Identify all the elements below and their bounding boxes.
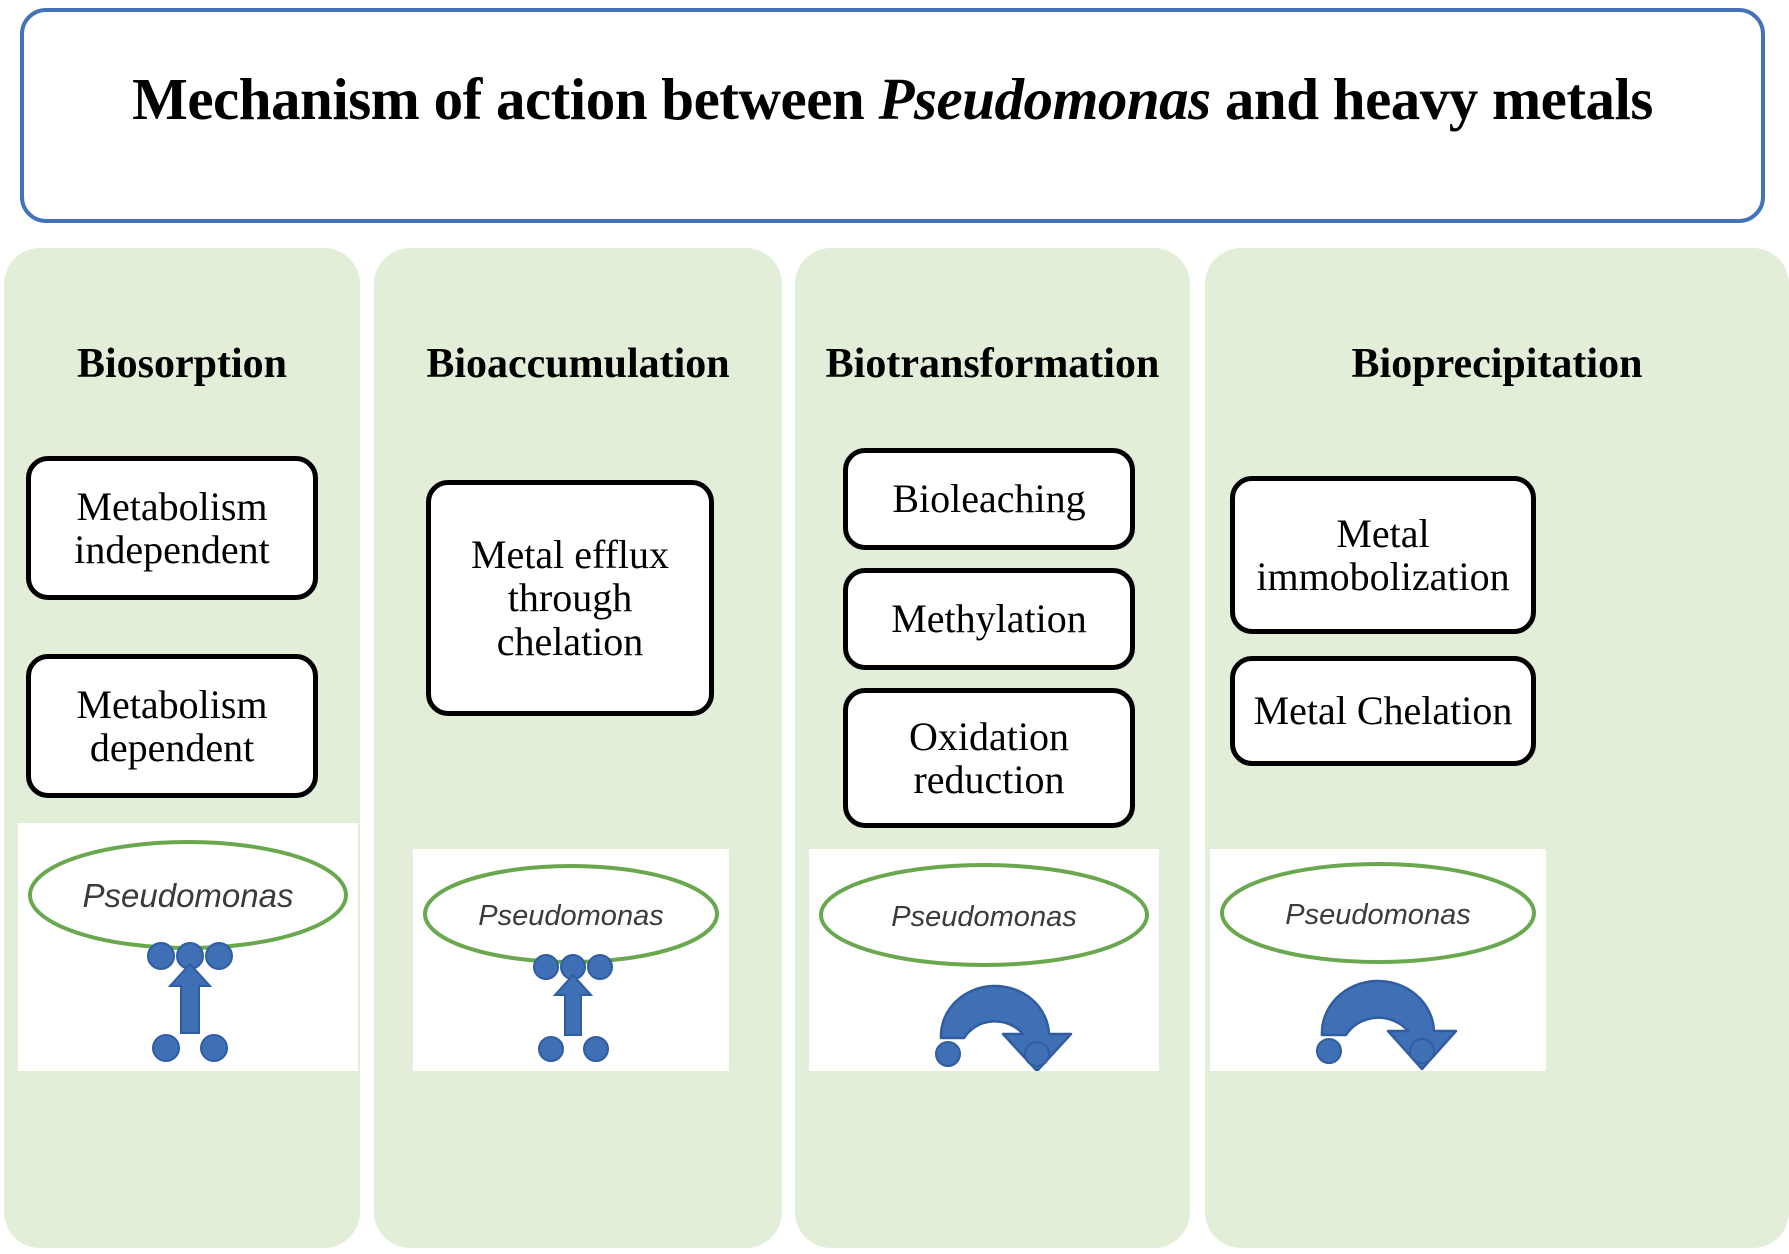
metal-marker-icon [935, 1041, 961, 1067]
box-label: Metal Chelation [1253, 688, 1513, 734]
metal-marker-icon [200, 1034, 228, 1062]
illustration-bioprecipitation: Pseudomonas [1210, 849, 1546, 1071]
title-suffix: and heavy metals [1210, 66, 1653, 132]
box-label: Methylation [891, 596, 1087, 642]
illustration-biotransformation: Pseudomonas [809, 849, 1159, 1071]
metal-marker-icon [1024, 1041, 1050, 1067]
metal-marker-icon [538, 1036, 564, 1062]
metal-marker-icon [533, 954, 559, 980]
column-heading-bioprecipitation: Bioprecipitation [1351, 341, 1643, 387]
precipitation-arc-arrow-icon [1320, 979, 1458, 1071]
illustration-bioaccumulation: Pseudomonas [413, 849, 729, 1071]
box-methylation: Methylation [843, 568, 1135, 670]
title-banner: Mechanism of action between Pseudomonas … [20, 8, 1765, 223]
pseudomonas-label: Pseudomonas [1285, 899, 1470, 931]
box-bioleaching: Bioleaching [843, 448, 1135, 550]
illustration-biosorption: Pseudomonas [18, 823, 358, 1071]
column-heading-biosorption: Biosorption [76, 341, 288, 387]
pseudomonas-ellipse [1220, 862, 1536, 964]
column-heading-biotransformation: Biotransformation [825, 341, 1160, 387]
metal-marker-icon [205, 942, 233, 970]
column-biotransformation: Biotransformation Bioleaching Methylatio… [795, 248, 1190, 1248]
pseudomonas-ellipse [819, 863, 1149, 967]
box-metal-chelation: Metal Chelation [1230, 656, 1536, 766]
pseudomonas-label: Pseudomonas [891, 901, 1076, 933]
title-prefix: Mechanism of action between [132, 66, 879, 132]
pseudomonas-label: Pseudomonas [478, 900, 663, 932]
metal-marker-icon [587, 954, 613, 980]
metal-marker-icon [583, 1036, 609, 1062]
column-heading-bioaccumulation: Bioaccumulation [426, 341, 730, 387]
box-label: Bioleaching [892, 476, 1086, 522]
metal-marker-icon [1409, 1038, 1435, 1064]
uptake-arrow-icon [167, 962, 213, 1034]
title-species: Pseudomonas [878, 66, 1211, 132]
metal-marker-icon [1316, 1038, 1342, 1064]
metal-marker-icon [147, 942, 175, 970]
metal-marker-icon [152, 1034, 180, 1062]
uptake-arrow-icon [552, 973, 594, 1036]
page-title: Mechanism of action between Pseudomonas … [132, 70, 1653, 129]
pseudomonas-label: Pseudomonas [83, 877, 294, 914]
transformation-arc-arrow-icon [939, 984, 1073, 1071]
